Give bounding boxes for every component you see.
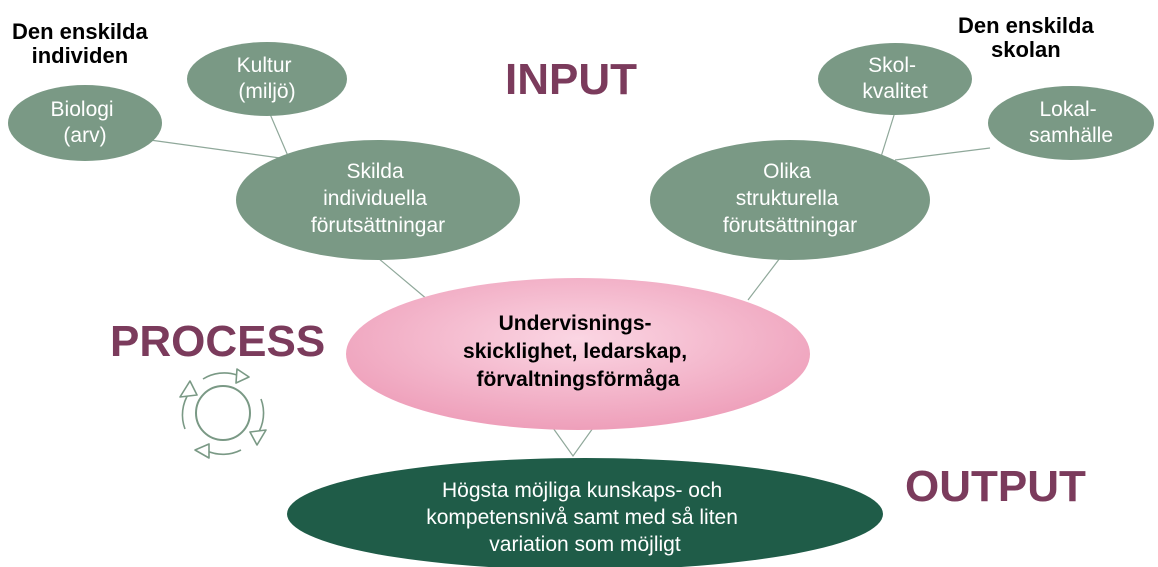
svg-text:Högsta möjliga kunskaps- och: Högsta möjliga kunskaps- och kompetensni…	[426, 479, 744, 556]
node-skolkvalitet-line-1: Skol-	[868, 54, 916, 77]
connector-lokalsamhalle-strukturella	[894, 147, 991, 161]
individ-heading-line-1: Den enskilda	[12, 19, 148, 44]
node-kultur: Kultur (miljö)	[187, 42, 347, 116]
node-strukturella-line-1: Olika	[763, 160, 811, 183]
node-undervisning: Undervisnings- skicklighet, ledarskap, f…	[346, 278, 810, 430]
skola-heading-line-1: Den enskilda	[958, 13, 1094, 38]
node-biologi-line-1: Biologi	[51, 98, 114, 121]
svg-text:Skol- kvalitet: Skol- kvalitet	[862, 54, 928, 103]
node-individuella: Skilda individuella förutsättningar	[236, 140, 520, 260]
svg-text:Olika strukturella: Olika strukturella förutsättningar	[723, 160, 857, 237]
connector-undervisning-output	[552, 427, 594, 458]
node-undervisning-line-2: skicklighet, ledarskap,	[463, 340, 687, 363]
node-strukturella-line-2: strukturella	[736, 187, 839, 210]
node-lokalsamhalle: Lokal- samhälle	[988, 86, 1154, 160]
output-label: OUTPUT	[905, 462, 1086, 511]
svg-text:Undervisnings- skickligh: Undervisnings- skicklighet, ledarskap, f…	[463, 312, 693, 391]
node-individuella-line-3: förutsättningar	[311, 214, 445, 237]
node-output: Högsta möjliga kunskaps- och kompetensni…	[287, 458, 883, 567]
node-skolkvalitet-line-2: kvalitet	[862, 80, 928, 103]
node-undervisning-line-1: Undervisnings-	[499, 312, 652, 335]
node-individuella-line-2: individuella	[323, 187, 427, 210]
skola-heading: Den enskilda skolan	[958, 13, 1094, 63]
skola-heading-line-2: skolan	[991, 37, 1061, 63]
node-skolkvalitet: Skol- kvalitet	[818, 43, 972, 115]
node-individuella-line-1: Skilda	[346, 160, 404, 183]
connector-skolkvalitet-strukturella	[879, 111, 896, 161]
node-kultur-line-2: (miljö)	[238, 80, 295, 103]
node-output-line-3: variation som möjligt	[489, 533, 681, 556]
node-kultur-line-1: Kultur	[237, 54, 292, 77]
individ-heading: Den enskilda individen	[12, 19, 148, 69]
svg-text:Biologi (arv): Biologi (arv)	[51, 98, 120, 147]
connector-strukturella-undervisning	[747, 257, 781, 301]
node-biologi-line-2: (arv)	[63, 124, 106, 147]
node-lokalsamhalle-line-2: samhälle	[1029, 124, 1113, 147]
node-strukturella-line-3: förutsättningar	[723, 214, 857, 237]
node-biologi: Biologi (arv)	[8, 85, 162, 161]
cycle-arrows-icon	[157, 357, 289, 469]
individ-heading-line-2: individen	[31, 43, 129, 69]
node-undervisning-line-3: förvaltningsförmåga	[476, 368, 679, 391]
connector-biologi-individuella	[149, 139, 281, 159]
node-lokalsamhalle-line-1: Lokal-	[1039, 98, 1096, 121]
connector-individuella-undervisning	[377, 257, 429, 301]
connector-kultur-individuella	[269, 113, 289, 157]
connectors	[149, 111, 991, 458]
node-output-line-1: Högsta möjliga kunskaps- och	[442, 479, 722, 502]
svg-text:Lokal- samhälle: Lokal- samhälle	[1029, 98, 1113, 147]
input-label: INPUT	[505, 55, 637, 104]
svg-text:Skilda individuella: Skilda individuella förutsättningar	[311, 160, 445, 237]
node-output-line-2: kompetensnivå samt med så liten	[426, 506, 738, 529]
svg-text:Kultur (miljö): Kultur (miljö)	[237, 54, 298, 103]
node-strukturella: Olika strukturella förutsättningar	[650, 140, 930, 260]
